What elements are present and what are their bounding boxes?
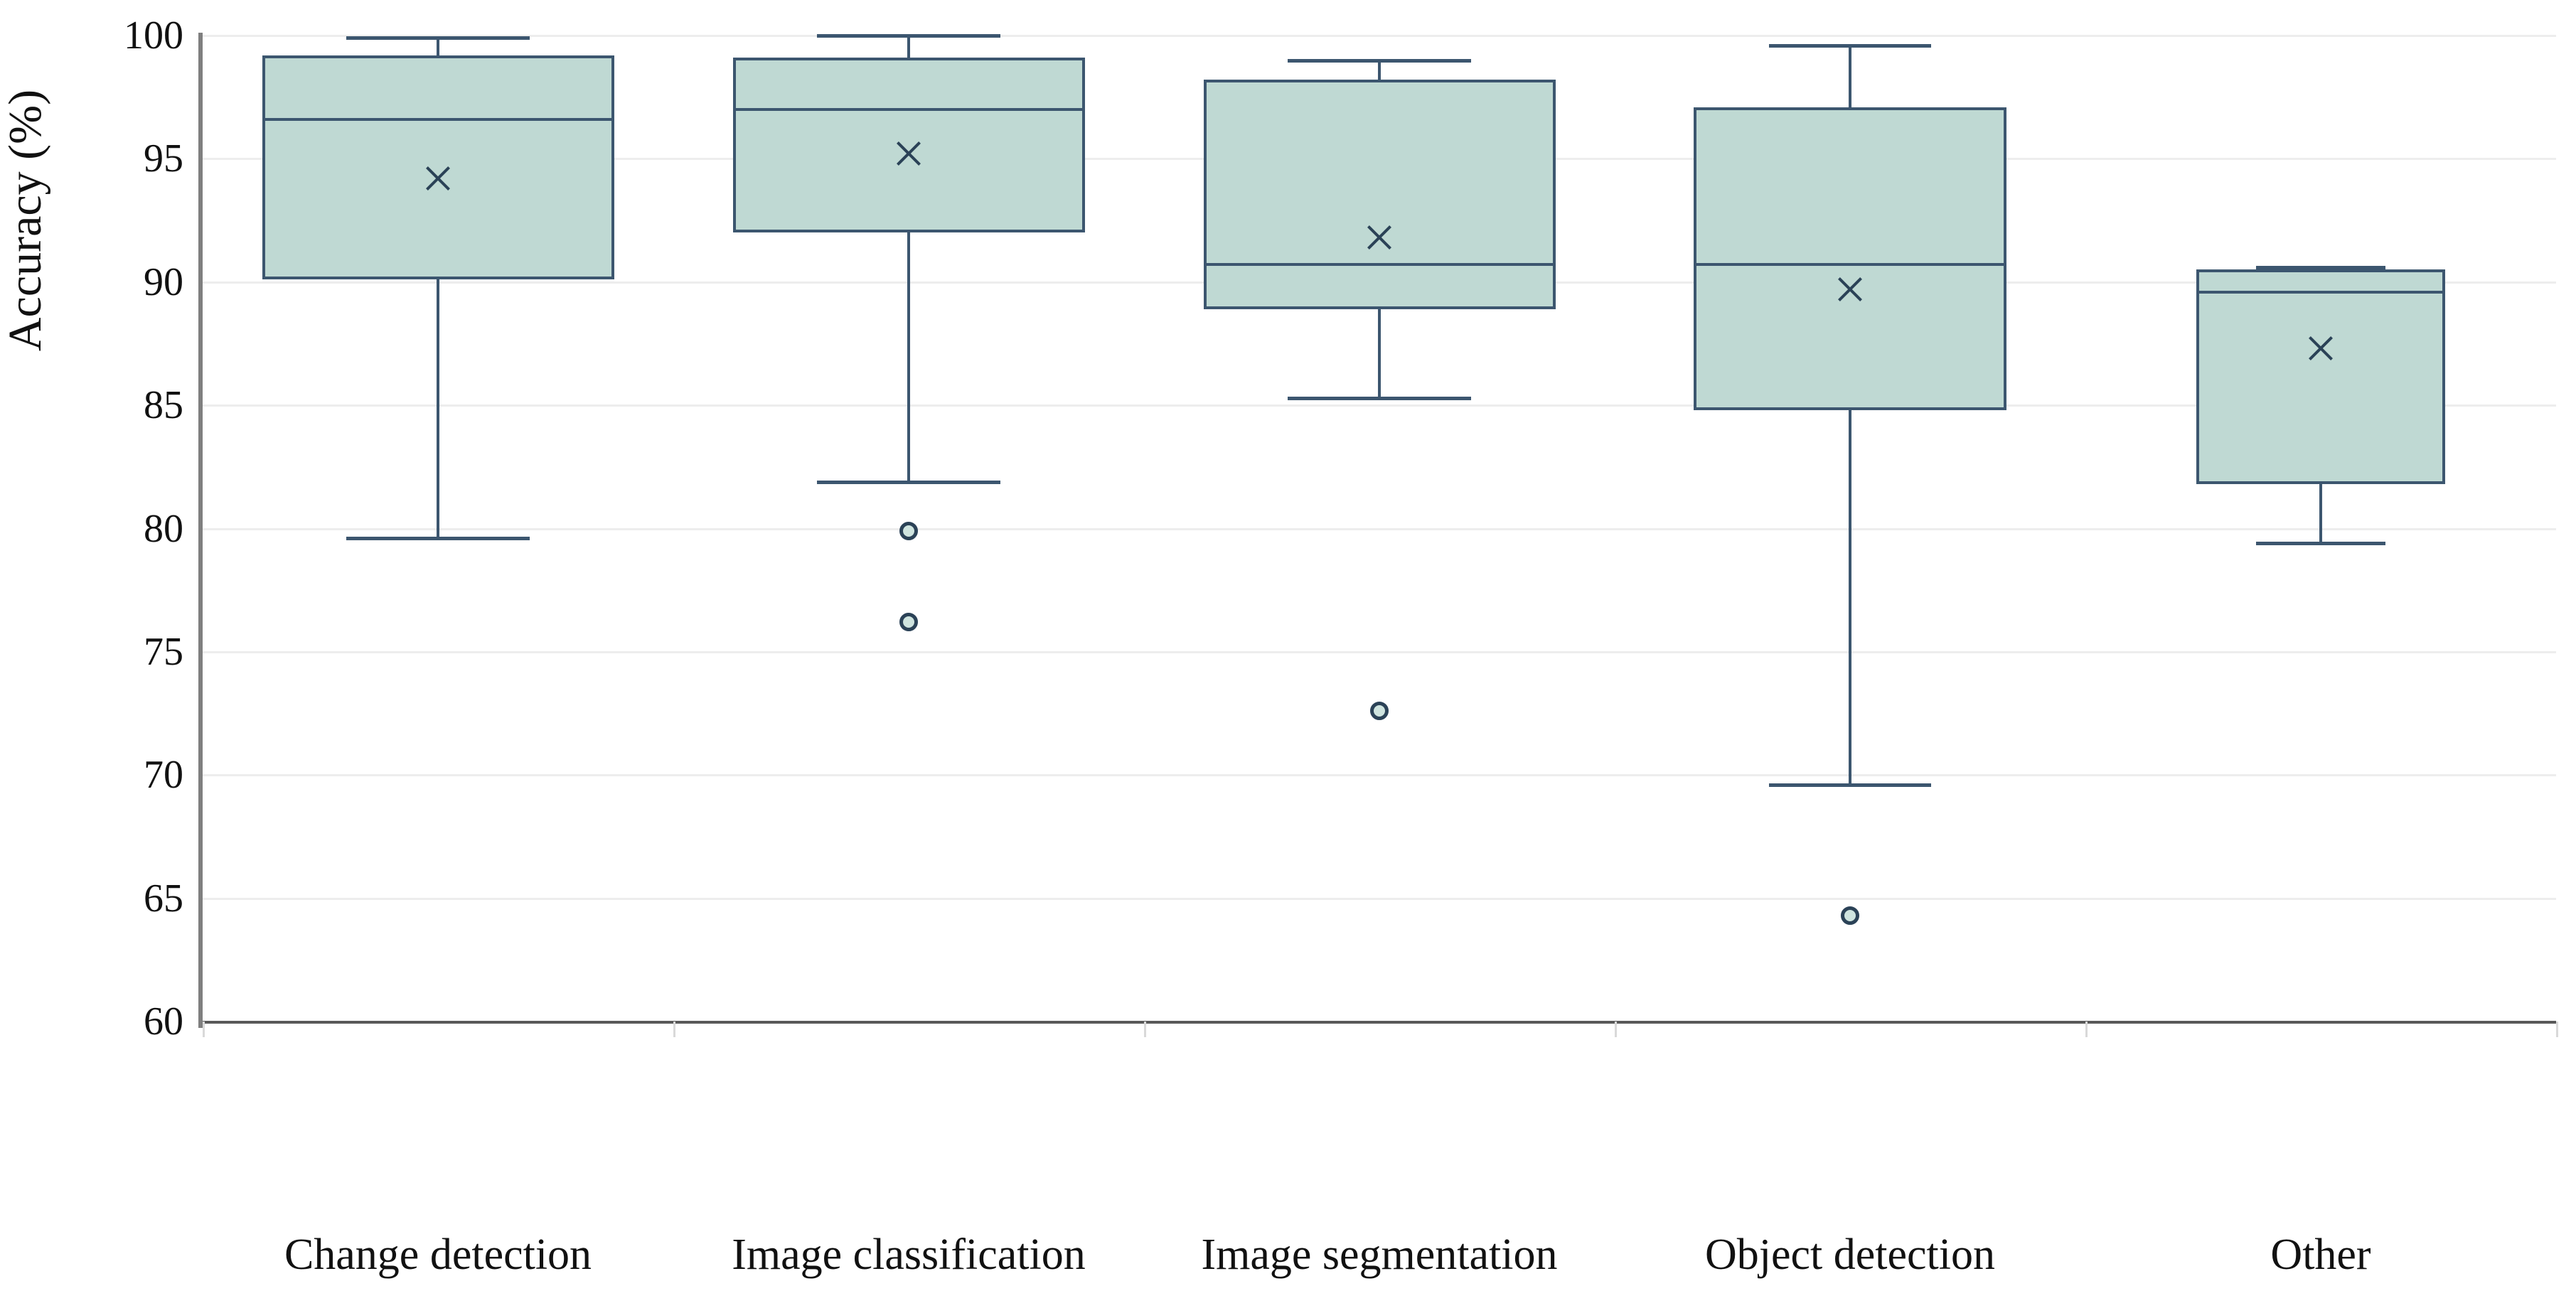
x-category-label-2: Image classification (732, 1231, 1086, 1279)
box-iqr[interactable] (1203, 80, 1556, 309)
x-category-label-1: Change detection (284, 1231, 592, 1279)
gridline-85 (203, 404, 2556, 407)
gridline-60 (203, 1021, 2556, 1024)
y-tick-label: 95 (144, 136, 183, 181)
upper-whisker-cap (2256, 265, 2385, 269)
gridline-100 (203, 35, 2556, 37)
lower-whisker-cap (1768, 783, 1932, 788)
boxplot-1[interactable] (203, 36, 2556, 1022)
median-line (2196, 290, 2445, 294)
y-axis-line (198, 33, 203, 1028)
upper-whisker-cap (817, 34, 1000, 38)
y-tick-label: 75 (144, 629, 183, 674)
lower-whisker (2319, 484, 2322, 544)
y-tick-label: 100 (124, 14, 183, 58)
x-axis-tick (2556, 1022, 2558, 1037)
median-line (732, 108, 1085, 112)
lower-whisker-cap (2256, 542, 2385, 546)
upper-whisker-cap (346, 36, 530, 41)
x-category-label-3: Image segmentation (1201, 1231, 1558, 1279)
x-axis-tick (1615, 1022, 1617, 1037)
median-line (262, 117, 614, 121)
box-iqr[interactable] (2196, 269, 2445, 485)
gridline-70 (203, 774, 2556, 777)
x-category-label-4: Object detection (1705, 1231, 1995, 1279)
box-iqr[interactable] (1694, 107, 2006, 411)
boxplot-4[interactable] (203, 36, 2556, 1022)
lower-whisker-cap (1288, 396, 1471, 400)
median-line (1694, 263, 2006, 267)
y-axis-tick-labels: 60 65 70 75 80 85 90 95 100 (0, 0, 183, 1308)
boxplot-5[interactable] (203, 36, 2556, 1022)
upper-whisker (437, 38, 439, 55)
boxplot-3[interactable] (203, 36, 2556, 1022)
mean-marker-x-icon (2305, 333, 2336, 364)
x-axis-tick (2085, 1022, 2088, 1037)
x-category-label-5: Other (2270, 1231, 2371, 1279)
x-axis-tick (203, 1022, 205, 1037)
median-line (1203, 263, 1556, 267)
gridline-75 (203, 650, 2556, 653)
boxplot-2[interactable] (203, 34, 2556, 1022)
y-tick-label: 85 (144, 383, 183, 428)
gridline-80 (203, 527, 2556, 530)
outlier-point[interactable] (899, 613, 918, 632)
lower-whisker-cap (817, 480, 1000, 484)
lower-whisker (1849, 410, 1851, 786)
lower-whisker (907, 232, 910, 482)
lower-whisker-cap (346, 537, 530, 541)
outlier-point[interactable] (1370, 702, 1389, 721)
outlier-point[interactable] (899, 521, 918, 540)
upper-whisker-cap (1768, 43, 1932, 48)
y-tick-label: 60 (144, 999, 183, 1044)
lower-whisker (437, 279, 439, 539)
y-tick-label: 90 (144, 259, 183, 304)
y-tick-label: 65 (144, 876, 183, 921)
y-tick-label: 80 (144, 506, 183, 551)
upper-whisker (1849, 45, 1851, 107)
upper-whisker (1378, 60, 1381, 80)
x-axis-tick (1144, 1022, 1146, 1037)
upper-whisker (907, 36, 910, 58)
gridline-65 (203, 897, 2556, 900)
upper-whisker-cap (1288, 58, 1471, 63)
lower-whisker (1378, 309, 1381, 398)
x-axis-tick (673, 1022, 675, 1037)
plot-area (203, 34, 2556, 1024)
y-tick-label: 70 (144, 753, 183, 798)
outlier-point[interactable] (1841, 906, 1859, 925)
